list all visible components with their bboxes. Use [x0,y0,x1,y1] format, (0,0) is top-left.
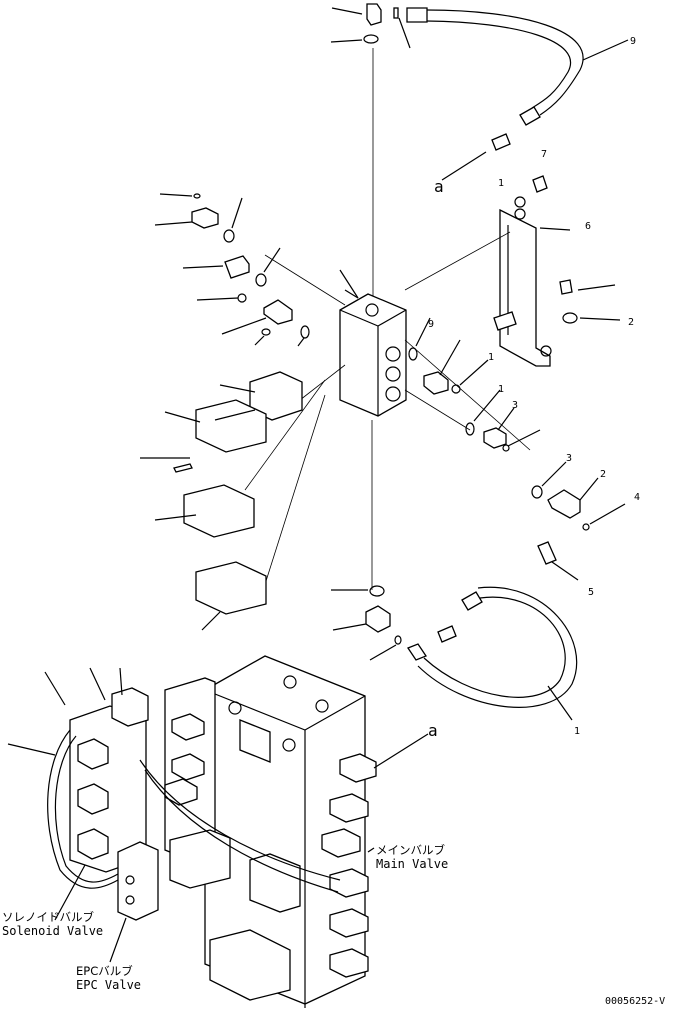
part-number-bracket: 6 [585,221,591,232]
epc-valve [54,841,375,963]
top-hose-assembly: 9 a [330,3,636,196]
part-number-hose-bottom: 1 [574,726,580,737]
part-number-hose-top: 9 [630,36,636,47]
callout-a-bottom: a [428,721,438,740]
solenoid-valve-label-jp: ソレノイドバルブ [2,910,94,924]
solenoid-valves-exploded [140,371,303,631]
main-valve-body: a [164,655,438,1008]
right-mid-fittings: 9 1 1 3 [408,317,541,452]
bottom-hose-assembly: 1 [331,585,580,737]
main-valve-label-en: Main Valve [376,857,448,871]
part-number-sensor: 5 [588,587,594,598]
bracket-assembly: 6 7 1 2 [493,149,634,367]
main-valve-label-jp: メインバルブ [376,843,445,857]
part-number-elbow-lower: 2 [600,469,606,480]
part-number-plug-top: 9 [428,319,434,330]
part-number-bolt-top: 7 [541,149,547,160]
part-number-oring-mid: 1 [498,384,504,395]
lower-right-fittings: 3 2 4 5 [531,453,640,598]
epc-valve-label-jp: EPCバルブ [76,964,133,978]
part-number-oring-small: 4 [634,492,640,503]
part-number-washer-right: 2 [628,317,634,328]
solenoid-valve-label-en: Solenoid Valve [2,924,103,938]
left-fittings [154,193,310,347]
part-number-adapter-mid: 3 [512,400,518,411]
epc-valve-label-en: EPC Valve [76,978,141,992]
drawing-number: 00056252-V [605,996,665,1007]
part-number-oring-lower: 3 [566,453,572,464]
manifold-block [339,269,407,417]
callout-a-top: a [434,177,444,196]
solenoid-bank-installed [7,667,341,893]
part-number-elbow-mid: 1 [488,352,494,363]
assembly-lines [244,231,531,601]
part-number-washer-top: 1 [498,178,504,189]
